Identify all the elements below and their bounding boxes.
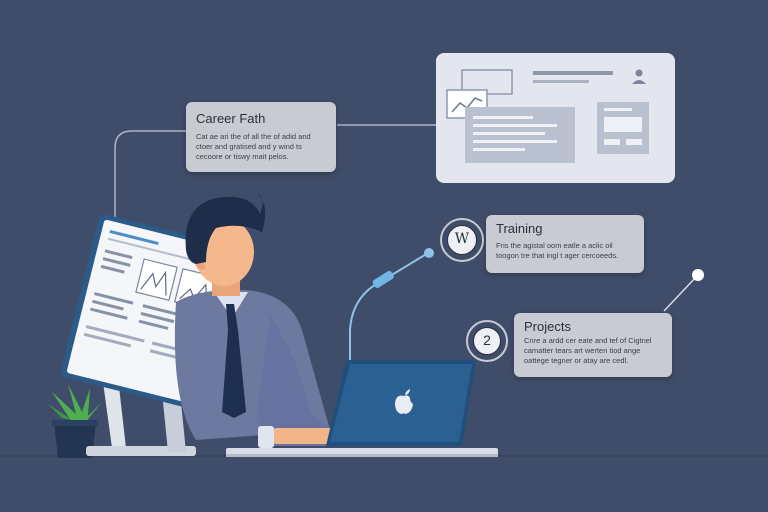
card-description: Cnre a ardd cer eate and tef of Cigtnel … bbox=[524, 336, 652, 365]
hand bbox=[270, 428, 340, 444]
connector-training bbox=[349, 252, 429, 362]
tie bbox=[222, 304, 246, 418]
training-badge: W bbox=[440, 218, 484, 262]
person-hair bbox=[185, 194, 266, 264]
card-title: Projects bbox=[524, 319, 571, 334]
training-card: Training Fris the agistal oom eatle a ac… bbox=[486, 215, 644, 273]
connector-projects bbox=[663, 275, 698, 312]
dashboard-line bbox=[533, 71, 613, 75]
training-badge-icon: W bbox=[447, 225, 477, 255]
card-description: Cat ae ari the of all the of adid and ct… bbox=[196, 132, 311, 161]
projects-badge-number: 2 bbox=[473, 327, 501, 355]
career-path-card: Career Fath Cat ae ari the of all the of… bbox=[186, 102, 336, 172]
training-node bbox=[424, 248, 434, 258]
plant-icon bbox=[48, 384, 102, 458]
dashboard-line bbox=[533, 80, 589, 83]
user-icon-body bbox=[632, 80, 646, 84]
user-icon bbox=[635, 69, 643, 77]
cuff bbox=[258, 426, 274, 448]
card-title: Career Fath bbox=[196, 111, 266, 126]
person-arm bbox=[256, 316, 334, 446]
person bbox=[174, 194, 340, 448]
card-title: Training bbox=[496, 221, 543, 236]
apple-logo-icon bbox=[395, 389, 413, 414]
projects-card: Projects Cnre a ardd cer eate and tef of… bbox=[514, 313, 672, 377]
connector-career-monitor bbox=[114, 130, 186, 230]
projects-badge: 2 bbox=[466, 320, 508, 362]
card-description: Fris the agistal oom eatle a aclic oil t… bbox=[496, 241, 619, 260]
laptop bbox=[226, 360, 498, 457]
projects-node bbox=[692, 269, 704, 281]
training-plug bbox=[372, 270, 394, 288]
